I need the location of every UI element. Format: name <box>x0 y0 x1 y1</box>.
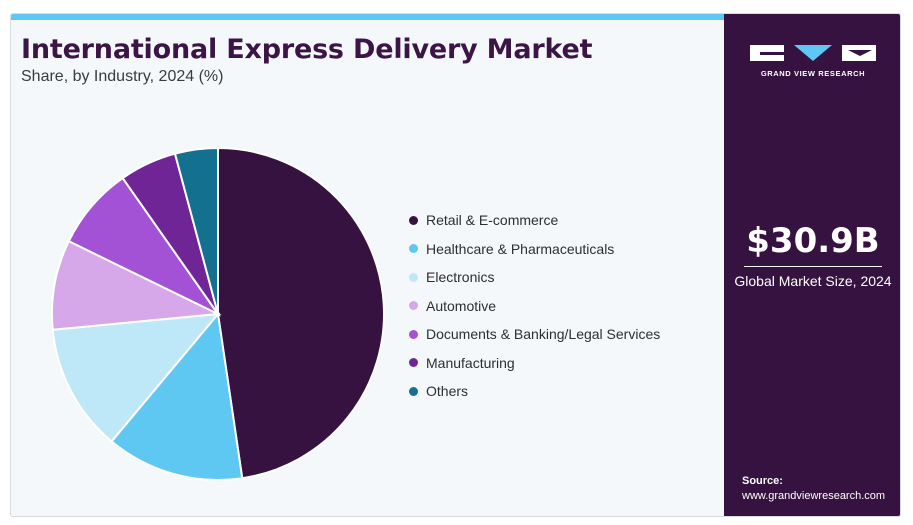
divider <box>744 266 882 267</box>
source-link[interactable]: www.grandviewresearch.com <box>742 490 886 502</box>
logo-icon <box>750 45 876 61</box>
legend-swatch <box>409 244 418 254</box>
legend-swatch <box>409 358 418 368</box>
legend-swatch <box>409 329 418 339</box>
legend-item: Others <box>409 377 660 406</box>
legend-label: Others <box>426 383 469 400</box>
pie-slice-0 <box>217 146 385 480</box>
sidebar-panel: GRAND VIEW RESEARCH $30.9B Global Market… <box>724 14 900 516</box>
accent-bar <box>11 14 724 20</box>
brand-logo: GRAND VIEW RESEARCH <box>750 37 876 81</box>
legend-label: Healthcare & Pharmaceuticals <box>426 240 615 257</box>
legend-item: Manufacturing <box>409 349 660 378</box>
legend-label: Electronics <box>426 269 495 286</box>
pie-chart <box>51 146 385 481</box>
legend-swatch <box>409 272 418 282</box>
legend-swatch <box>409 215 418 225</box>
legend-label: Documents & Banking/Legal Services <box>426 326 661 343</box>
legend-label: Manufacturing <box>426 354 515 371</box>
legend-item: Retail & E-commerce <box>409 206 660 235</box>
pie-slice-1 <box>110 311 244 481</box>
pie-slice-6 <box>173 146 219 315</box>
legend-item: Documents & Banking/Legal Services <box>409 320 660 349</box>
legend-label: Automotive <box>426 297 497 314</box>
brand-name: GRAND VIEW RESEARCH <box>760 69 866 78</box>
legend-swatch <box>409 301 418 311</box>
legend-swatch <box>409 386 418 396</box>
pie-slice-3 <box>51 239 222 331</box>
legend-item: Electronics <box>409 263 660 292</box>
market-size-caption: Global Market Size, 2024 <box>734 273 892 289</box>
legend-item: Healthcare & Pharmaceuticals <box>409 235 660 264</box>
chart-title: International Express Delivery Market <box>21 34 593 65</box>
infographic-card: International Express Delivery Market Sh… <box>10 13 901 517</box>
source-label: Source: <box>742 475 783 487</box>
legend-item: Automotive <box>409 292 660 321</box>
chart-subtitle: Share, by Industry, 2024 (%) <box>21 68 224 85</box>
legend-label: Retail & E-commerce <box>426 212 559 229</box>
market-size-value: $30.9B <box>746 221 880 261</box>
pie-slice-2 <box>51 312 221 443</box>
